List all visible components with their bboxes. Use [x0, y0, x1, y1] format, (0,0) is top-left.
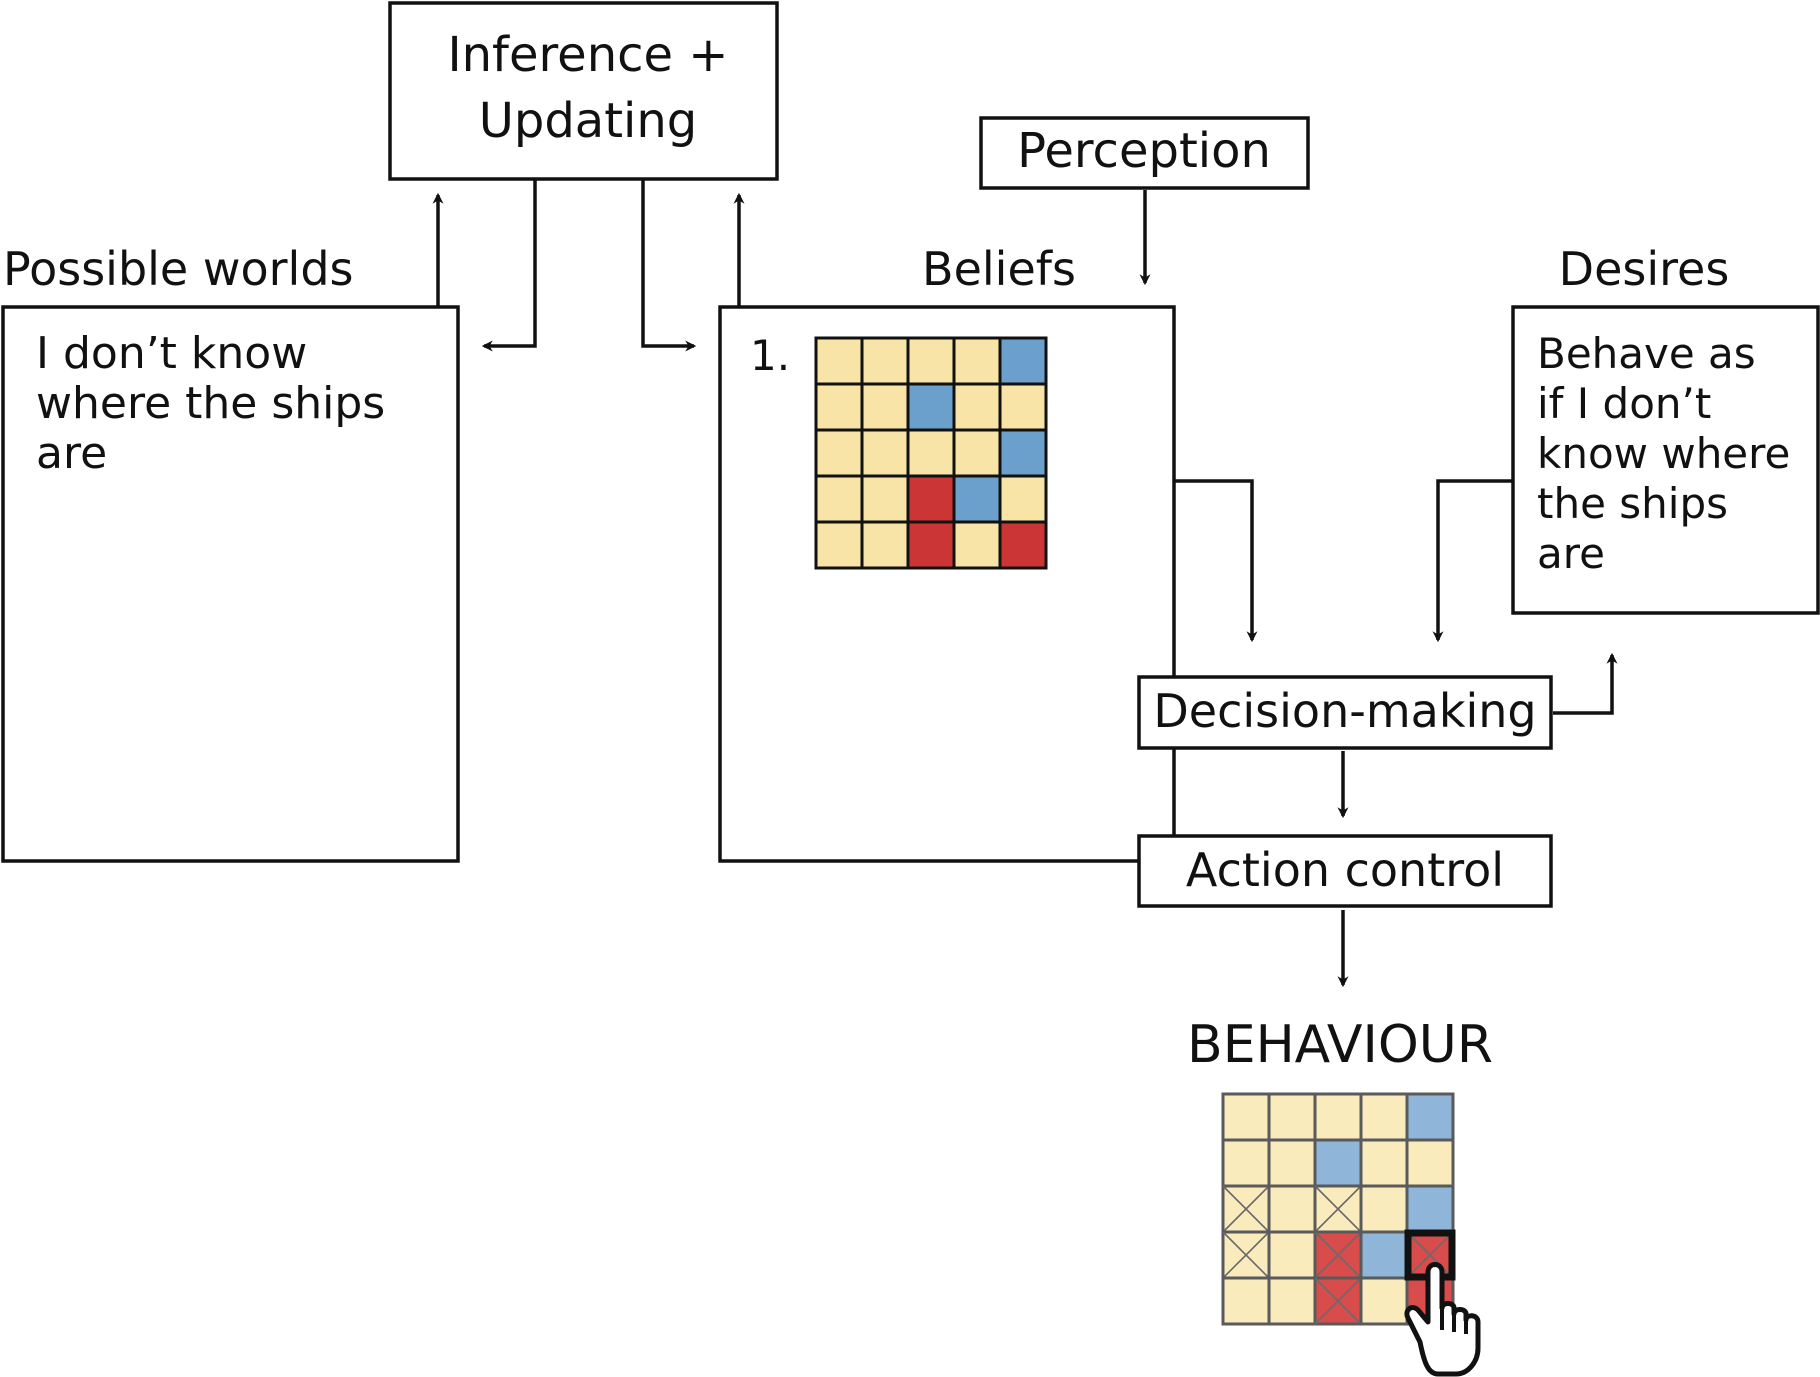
decision-to-desires-arrow [1553, 652, 1618, 715]
beliefs-title: Beliefs [922, 242, 1076, 296]
grid-cell [814, 428, 864, 478]
grid-cell [1405, 1138, 1455, 1188]
desires-text-1: Behave as [1537, 329, 1756, 378]
inference-to-beliefs-arrow [641, 180, 697, 352]
grid-cell [814, 336, 864, 386]
beliefs-grid [814, 336, 1048, 570]
grid-cell [1313, 1138, 1363, 1188]
grid-cell [906, 336, 956, 386]
grid-cell [998, 336, 1048, 386]
beliefs-item-number: 1. [750, 331, 790, 380]
clicked-cross-mark [1222, 1231, 1270, 1279]
possible-worlds-text-3: are [36, 428, 107, 479]
desires-to-decision-arrow [1432, 479, 1513, 643]
grid-cell [1405, 1184, 1455, 1234]
grid-cell [814, 382, 864, 432]
grid-cell [906, 474, 956, 524]
perception-box: Perception [979, 116, 1310, 190]
beliefs-to-decision-arrow [1175, 479, 1258, 643]
grid-cell [860, 428, 910, 478]
clicked-cross-mark [1314, 1277, 1362, 1325]
inference-line-2: Updating [479, 93, 698, 149]
grid-cell [952, 428, 1002, 478]
inference-updating-box: Inference + Updating [388, 1, 779, 181]
grid-cell [1221, 1276, 1271, 1326]
grid-cell [998, 428, 1048, 478]
desires-text-3: know where [1537, 429, 1790, 478]
hand-pointer-icon [1404, 1262, 1481, 1377]
grid-cell [1359, 1230, 1409, 1280]
grid-cell [1405, 1092, 1455, 1142]
grid-cell [1313, 1092, 1363, 1142]
grid-cell [952, 382, 1002, 432]
grid-cell [1359, 1138, 1409, 1188]
action-control-box: Action control [1137, 834, 1553, 908]
grid-cell [1267, 1276, 1317, 1326]
grid-cell [998, 520, 1048, 570]
desires-text-5: are [1537, 529, 1605, 578]
decision-making-box: Decision-making [1137, 675, 1553, 750]
grid-cell [998, 474, 1048, 524]
grid-cell [860, 336, 910, 386]
grid-cell [860, 382, 910, 432]
desires-title: Desires [1559, 242, 1730, 296]
grid-cell [906, 520, 956, 570]
grid-cell [1221, 1092, 1271, 1142]
possible-worlds-title: Possible worlds [3, 242, 353, 296]
grid-cell [1221, 1138, 1271, 1188]
desires-text-4: the ships [1537, 479, 1728, 528]
clicked-cross-mark [1314, 1185, 1362, 1233]
grid-cell [1359, 1092, 1409, 1142]
possible-worlds-box: I don’t know where the ships are [1, 305, 460, 863]
grid-cell [1267, 1230, 1317, 1280]
behaviour-grid [1221, 1092, 1456, 1326]
grid-cell [952, 336, 1002, 386]
grid-cell [814, 520, 864, 570]
grid-cell [860, 474, 910, 524]
decision-making-label: Decision-making [1153, 684, 1536, 738]
clicked-cross-mark [1222, 1185, 1270, 1233]
desires-text-2: if I don’t [1537, 379, 1711, 428]
grid-cell [906, 428, 956, 478]
possible-worlds-text-2: where the ships [36, 378, 385, 429]
grid-cell [1267, 1092, 1317, 1142]
connectors [432, 180, 1618, 988]
clicked-cross-mark [1314, 1231, 1362, 1279]
action-control-label: Action control [1186, 843, 1504, 897]
desires-box: Behave as if I don’t know where the ship… [1511, 305, 1820, 615]
perception-label: Perception [1017, 123, 1271, 179]
grid-cell [1267, 1138, 1317, 1188]
beliefs-box: 1. [718, 305, 1176, 863]
grid-cell [952, 474, 1002, 524]
grid-cell [1267, 1184, 1317, 1234]
possible-worlds-text-1: I don’t know [36, 328, 307, 379]
inference-to-possible-worlds-arrow [481, 180, 537, 352]
grid-cell [1359, 1184, 1409, 1234]
grid-cell [1359, 1276, 1409, 1326]
grid-cell [814, 474, 864, 524]
grid-cell [952, 520, 1002, 570]
grid-cell [998, 382, 1048, 432]
inference-line-1: Inference + [447, 27, 728, 83]
clicked-cross-mark [1406, 1231, 1454, 1279]
grid-cell [906, 382, 956, 432]
behaviour-title: BEHAVIOUR [1187, 1015, 1493, 1075]
grid-cell [860, 520, 910, 570]
